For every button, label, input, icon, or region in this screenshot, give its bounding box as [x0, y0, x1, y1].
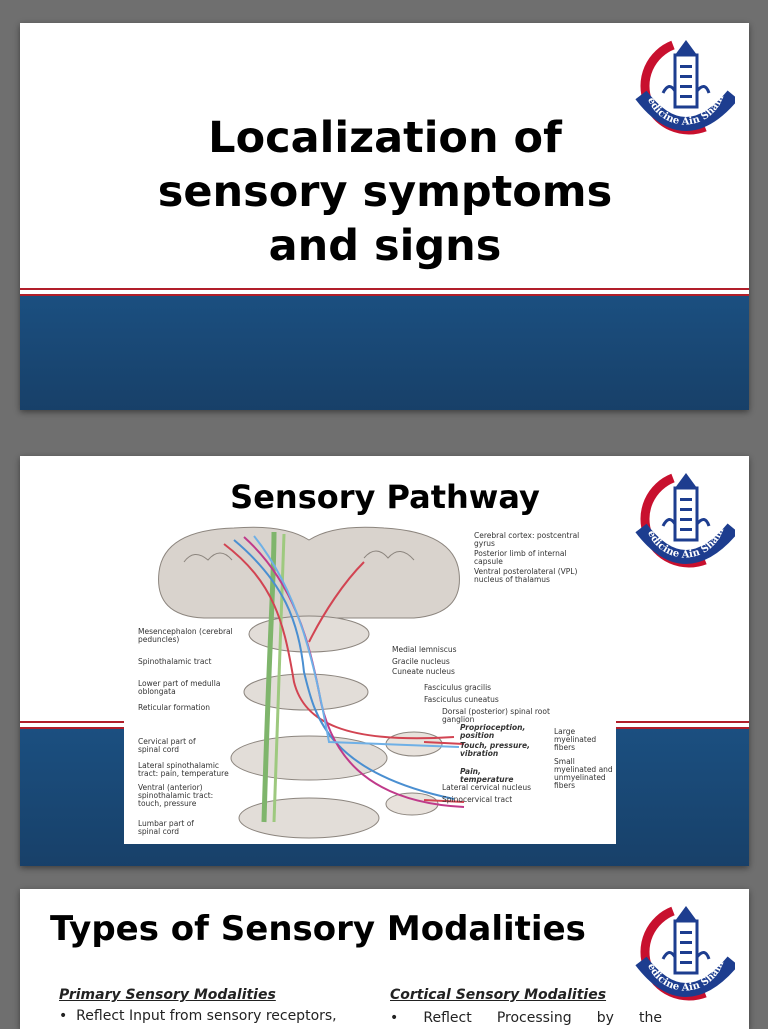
slide-3: Types of Sensory Modalities Faculty of M… — [20, 889, 749, 1029]
cortical-word-3: by — [596, 1010, 614, 1026]
bullet-marker: • — [59, 1008, 77, 1024]
label-gracile-nucleus: Gracile nucleus — [392, 657, 450, 666]
cortical-word-1: Reflect — [423, 1010, 472, 1026]
label-large-fibers: Large myelinated fibers — [554, 727, 597, 752]
label-cuneate-nucleus: Cuneate nucleus — [392, 667, 455, 676]
faculty-logo: Faculty of Medicine Ain Shams University — [635, 468, 735, 580]
slide-1-title-line-1: Localization of — [208, 113, 562, 163]
label-cerebral-cortex: Cerebral cortex: postcentral gyrus — [474, 531, 580, 548]
primary-modalities-text: Reflect Input from sensory receptors, — [76, 1008, 337, 1024]
diagram-labels: Cerebral cortex: postcentral gyrus Poste… — [124, 522, 616, 844]
slide-2-title: Sensory Pathway — [230, 478, 540, 516]
slide-3-title: Types of Sensory Modalities — [50, 909, 586, 949]
label-lateral-spinothalamic: Lateral spinothalamic tract: pain, tempe… — [138, 761, 229, 778]
label-pain-temperature: Pain, temperature — [460, 767, 514, 784]
label-spinothalamic-tract: Spinothalamic tract — [138, 657, 212, 666]
label-medial-lemniscus: Medial lemniscus — [392, 645, 457, 654]
cortical-modalities-heading: Cortical Sensory Modalities — [390, 987, 607, 1003]
label-ventral-spinothalamic: Ventral (anterior) spinothalamic tract: … — [138, 783, 214, 808]
primary-modalities-heading: Primary Sensory Modalities — [59, 987, 276, 1003]
cortical-word-4: the — [638, 1010, 662, 1026]
label-fasciculus-gracilis: Fasciculus gracilis — [424, 683, 492, 692]
label-touch-pressure: Touch, pressure, vibration — [460, 741, 530, 758]
slide-1-title: Localization of sensory symptoms and sig… — [100, 111, 670, 273]
label-reticular-formation: Reticular formation — [138, 703, 210, 712]
slide-1-band — [20, 288, 749, 410]
primary-modalities-bullet: • Reflect Input from sensory receptors, — [59, 1008, 337, 1024]
label-root-ganglion: Dorsal (posterior) spinal root ganglion — [442, 707, 550, 724]
slide-1-title-line-3: and signs — [268, 221, 502, 271]
label-lateral-cervical-nucleus: Lateral cervical nucleus — [442, 783, 531, 792]
slide-1-title-line-2: sensory symptoms — [157, 167, 613, 217]
cortical-modalities-bullet: • Reflect Processing by the — [390, 1010, 662, 1026]
label-spinocervical-tract: Spinocervical tract — [442, 795, 513, 804]
label-cervical-cord: Cervical part of spinal cord — [138, 737, 196, 754]
faculty-logo: Faculty of Medicine Ain Shams University — [635, 901, 735, 1013]
cortical-word-2: Processing — [496, 1010, 572, 1026]
label-proprioception: Proprioception, position — [460, 723, 526, 740]
bullet-marker: • — [390, 1010, 399, 1026]
slide-2: Sensory Pathway Faculty of Medicine Ain … — [20, 456, 749, 866]
label-vpl-nucleus: Ventral posterolateral (VPL) nucleus of … — [474, 567, 578, 584]
faculty-logo: Faculty of Medicine Ain Shams University — [635, 35, 735, 147]
label-internal-capsule: Posterior limb of internal capsule — [474, 549, 567, 566]
sensory-pathway-diagram — [124, 522, 616, 844]
label-fasciculus-cuneatus: Fasciculus cuneatus — [424, 695, 499, 704]
label-lumbar-cord: Lumbar part of spinal cord — [138, 819, 194, 836]
slide-1: Localization of sensory symptoms and sig… — [20, 23, 749, 410]
label-medulla: Lower part of medulla oblongata — [138, 679, 221, 696]
label-mesencephalon: Mesencephalon (cerebral peduncles) — [138, 627, 233, 644]
label-small-fibers: Small myelinated and unmyelinated fibers — [554, 757, 613, 790]
